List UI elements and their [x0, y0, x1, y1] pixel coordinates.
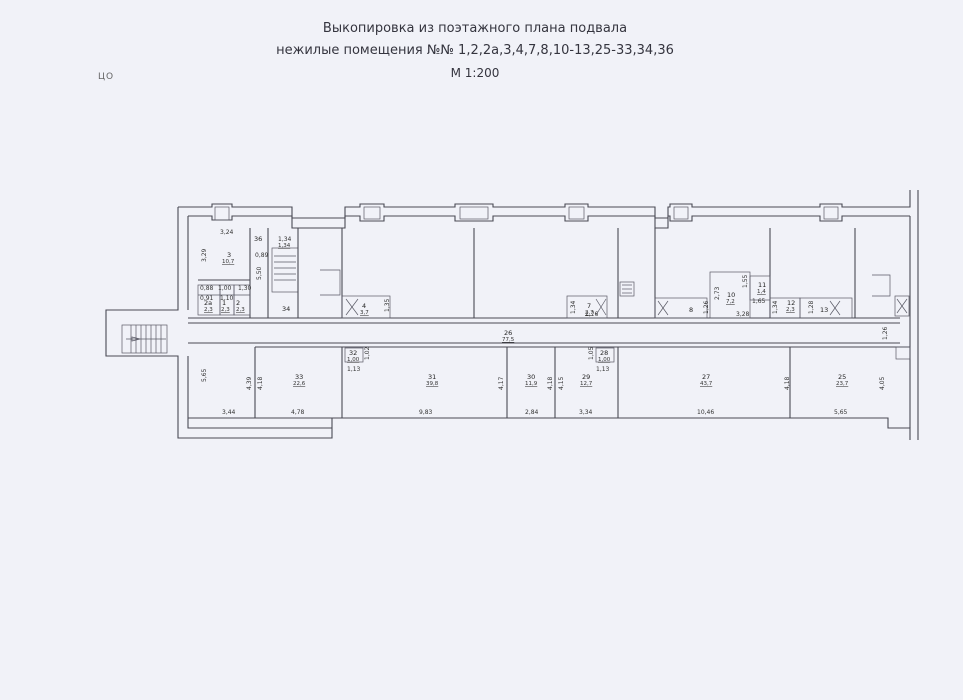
dimension: 1,02 — [364, 346, 371, 360]
room-label: 12 — [787, 299, 795, 307]
dimension-labels: 3,24 3,29 0,89 5,50 1,34 0,88 1,00 1,30 … — [200, 229, 889, 416]
dimension: 1,13 — [347, 366, 361, 373]
dimension: 1,26 — [882, 326, 889, 340]
dimension: 4,15 — [558, 376, 565, 390]
dimension: 4,18 — [257, 376, 264, 390]
dimension: 0,91 — [200, 295, 214, 302]
room-area: 1,00 — [598, 357, 611, 363]
dimension: 4,78 — [291, 409, 305, 416]
room-label: 3 — [227, 251, 231, 259]
corridor-walls — [188, 317, 910, 348]
room-label: 2а — [204, 299, 212, 307]
dimension: 4,18 — [784, 376, 791, 390]
dimension: 4,39 — [246, 376, 253, 390]
dimension: 3,44 — [222, 409, 236, 416]
room-area: 1,00 — [347, 357, 360, 363]
plan-title: Выкопировка из поэтажного плана подвала — [322, 21, 628, 36]
room-label: 32 — [349, 349, 357, 357]
bottom-partitions — [254, 346, 911, 418]
room-label: 33 — [295, 373, 303, 381]
dimension: 2,76 — [585, 311, 599, 318]
room-label: 27 — [702, 373, 710, 381]
room-area: 11,9 — [525, 381, 538, 387]
dimension: 9,83 — [419, 409, 433, 416]
room-area: 3,7 — [360, 310, 369, 316]
dimension: 1,34 — [278, 236, 292, 243]
dimension: 5,50 — [256, 266, 263, 280]
room-label: 26 — [504, 329, 512, 337]
room-label: 10 — [727, 291, 735, 299]
dimension: 4,05 — [879, 376, 886, 390]
dimension: 1,28 — [808, 300, 815, 314]
dimension: 3,24 — [220, 229, 234, 236]
room-area: 1,34 — [278, 243, 291, 249]
dimension: 5,65 — [834, 409, 848, 416]
room-area: 2,3 — [236, 307, 245, 313]
room-label: 4 — [362, 302, 366, 310]
dimension: 1,10 — [220, 295, 234, 302]
dimension: 2,84 — [525, 409, 539, 416]
dimension: 1,00 — [218, 285, 232, 292]
dimension: 1,65 — [752, 298, 766, 305]
room-label: 8 — [689, 306, 693, 314]
entrance-stair — [121, 324, 168, 354]
room-label: 28 — [600, 349, 608, 357]
dimension: 1,34 — [570, 300, 577, 314]
room-labels: 3 10,7 36 1,34 4 3,7 7 2,7 8 10 7,2 11 1… — [204, 235, 849, 387]
dimension: 1,55 — [742, 274, 749, 288]
room-label: 2 — [236, 299, 240, 307]
dimension: 2,73 — [714, 286, 721, 300]
room-label: 11 — [758, 281, 766, 289]
room-area: 2,3 — [786, 307, 795, 313]
room-label: 1 — [222, 299, 226, 307]
dimension: 1,30 — [238, 285, 252, 292]
dimension: 1,13 — [596, 366, 610, 373]
outer-walls — [105, 190, 919, 440]
top-partitions — [197, 228, 910, 319]
dimension: 1,05 — [588, 346, 595, 360]
room-area: 77,5 — [502, 337, 515, 343]
room-area: 22,6 — [293, 381, 306, 387]
room-label: 31 — [428, 373, 436, 381]
room-label: 7 — [587, 302, 591, 310]
room-area: 2,3 — [204, 307, 213, 313]
room-area: 2,7 — [585, 310, 594, 316]
room-label: 29 — [582, 373, 590, 381]
dimension: 5,65 — [201, 368, 208, 382]
dimension: 0,89 — [255, 252, 269, 259]
room-label: 34 — [282, 305, 290, 313]
dimension: 4,18 — [547, 376, 554, 390]
corner-mark: ЦО — [98, 72, 115, 82]
room-area: 1,4 — [757, 289, 766, 295]
room-area: 43,7 — [700, 381, 713, 387]
dimension: 3,29 — [201, 248, 208, 262]
title-block: Выкопировка из поэтажного плана подвала … — [250, 18, 700, 84]
dimension: 0,88 — [200, 285, 214, 292]
dimension: 3,28 — [736, 311, 750, 318]
dimension: 10,46 — [697, 409, 714, 416]
room-label: 25 — [838, 373, 846, 381]
dimension: 1,35 — [384, 298, 391, 312]
room-label: 30 — [527, 373, 535, 381]
plan-subtitle: нежилые помещения №№ 1,2,2а,3,4,7,8,10-1… — [276, 43, 674, 58]
room-area: 39,8 — [426, 381, 439, 387]
room-area: 7,2 — [726, 299, 735, 305]
dimension: 1,26 — [703, 300, 710, 314]
room-label: 13 — [820, 306, 828, 314]
dimension: 1,34 — [772, 300, 779, 314]
dimension: 3,34 — [579, 409, 593, 416]
plan-scale: М 1:200 — [450, 66, 500, 80]
room-label: 36 — [254, 235, 262, 243]
room-area: 2,3 — [221, 307, 230, 313]
room-area: 23,7 — [836, 381, 849, 387]
dimension: 4,17 — [498, 376, 505, 390]
room-area: 10,7 — [222, 259, 235, 265]
room-area: 12,7 — [580, 381, 593, 387]
